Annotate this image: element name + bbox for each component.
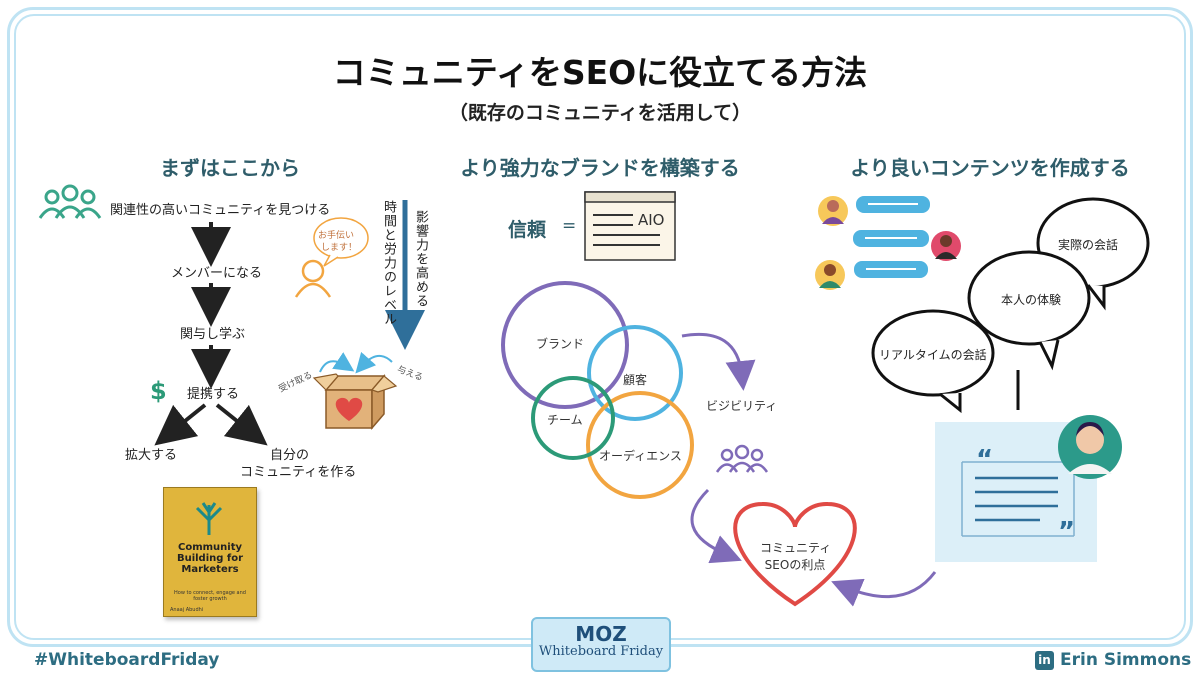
author-avatar [1058,415,1122,479]
gift-box-icon [314,374,396,428]
speech-text-line2: します！ [321,240,357,253]
audience-to-heart-arrow [692,490,728,555]
branch-own-line2: コミュニティを作る [240,461,356,480]
bubble-actual-conversation: 実際の会話 [1058,236,1118,253]
stakeholder-circles [503,283,692,497]
branch-expand: 拡大する [125,444,177,463]
effort-level-label: 時間と労力のレベル [379,200,398,326]
bubble-realtime-conversation: リアルタイムの会話 [879,346,987,363]
people-group-icon [40,186,100,218]
equals-sign: = [562,216,576,236]
heart-text-line1: コミュニティ [760,539,830,556]
whiteboard-friday-logo-text: Whiteboard Friday [533,644,669,659]
author-name: Erin Simmons [1060,650,1191,670]
increase-influence-label: 影響力を高める [411,210,430,308]
chat-message-bars [853,196,930,278]
circle-team-label: チーム [547,411,583,428]
dollar-icon: $ [150,377,167,405]
visibility-label: ビジビリティ [706,397,777,414]
audience-people-icon [717,446,767,472]
step-find-community: 関連性の高いコミュニティを見つける [110,199,330,218]
linkedin-icon: in [1035,651,1054,670]
quote-close-icon: ” [1058,517,1075,547]
helper-person-icon [296,261,330,297]
bubble-personal-experience: 本人の体験 [1001,291,1061,308]
quote-open-icon: “ [976,445,993,475]
moz-whiteboard-logo: MOZ Whiteboard Friday [531,617,671,672]
receive-arrow [320,361,346,372]
heart-text-line2: SEOの利点 [760,556,830,573]
step-engage-learn: 関与し学ぶ [180,323,245,342]
book-tree-icon [197,503,221,535]
circle-audience-label: オーディエンス [599,447,682,464]
visibility-arrow [682,334,742,376]
give-arrow [362,356,392,366]
trust-label: 信頼 [508,215,546,242]
aio-label: AIO [638,211,665,229]
moz-logo: MOZ [533,622,669,646]
step-partner: 提携する [187,383,239,402]
circle-brand-label: ブランド [536,335,584,352]
step-become-member: メンバーになる [171,262,262,281]
content-to-heart-arrow [845,572,935,597]
hashtag-label: #WhiteboardFriday [34,650,219,670]
circle-customer-label: 顧客 [623,371,647,388]
